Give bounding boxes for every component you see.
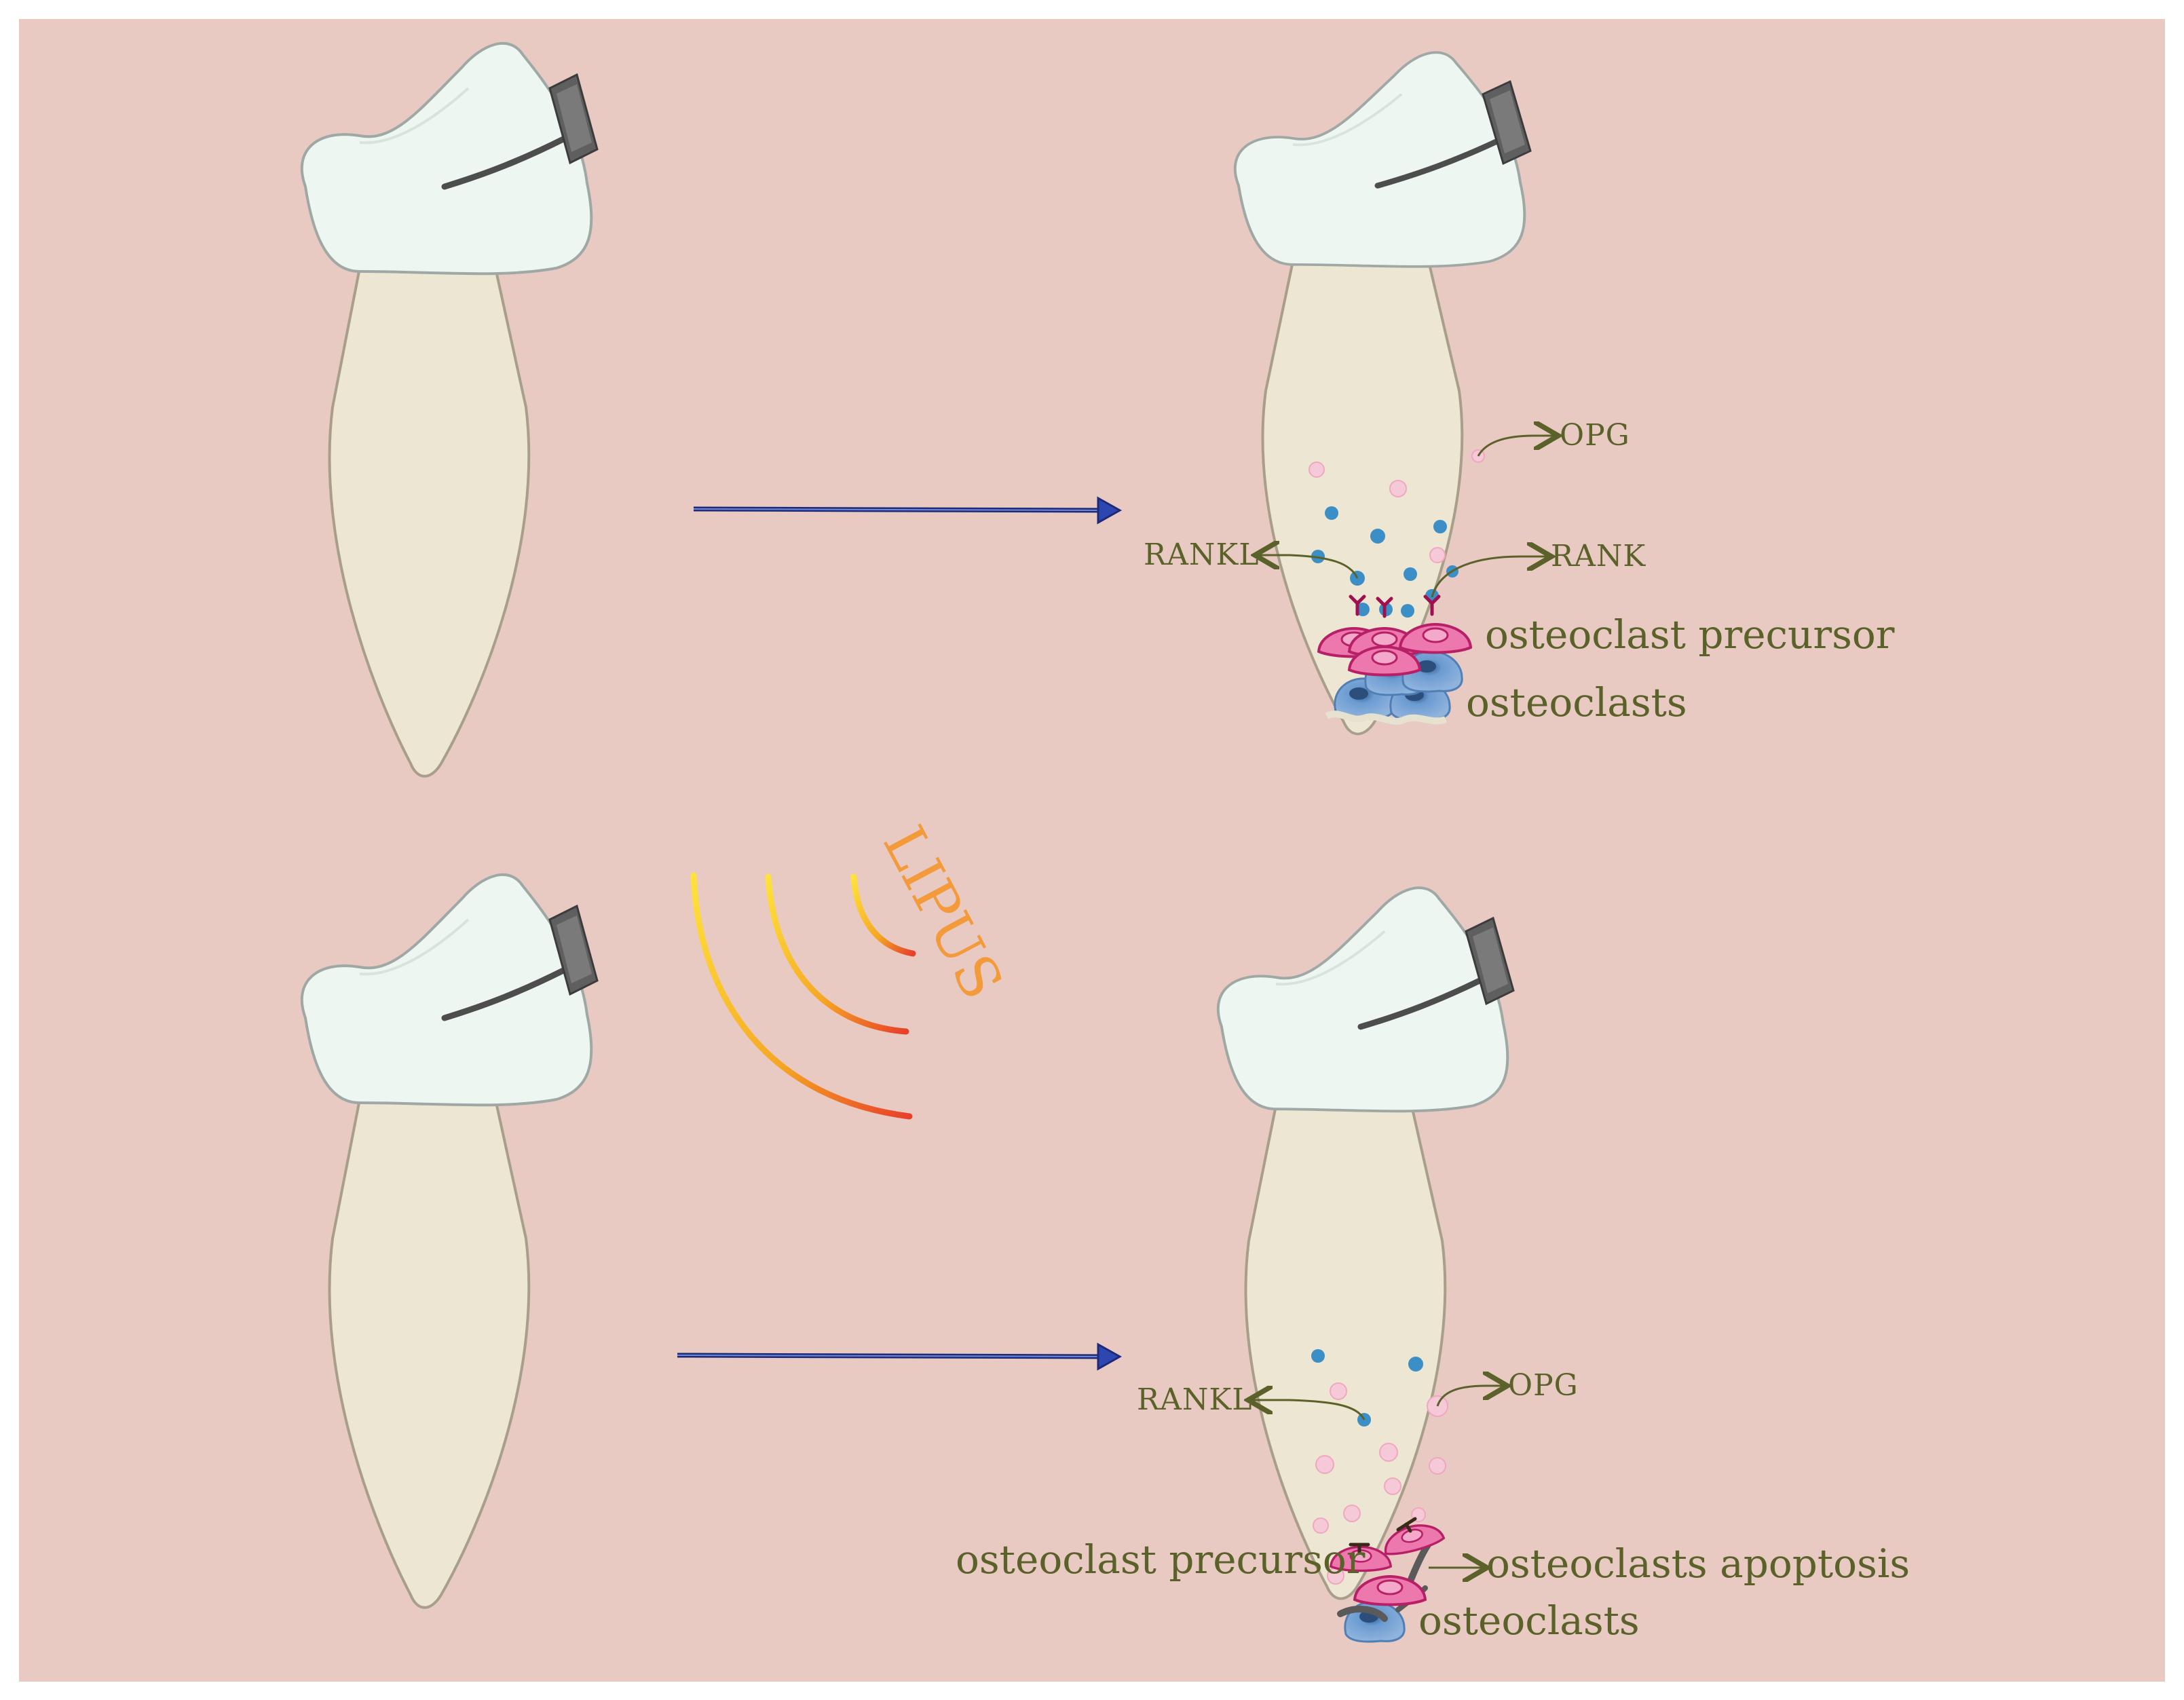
bottom-right-precursors	[1330, 1517, 1446, 1606]
rankl-dot	[1356, 603, 1370, 616]
resorption-edge	[1325, 711, 1447, 725]
top-right-molecules	[1308, 449, 1485, 618]
opg-dot	[1313, 1517, 1329, 1534]
rankl-label: RANKL	[1137, 1382, 1253, 1417]
opg-dot	[1389, 480, 1407, 497]
osteoclasts-label-top: osteoclasts	[1466, 679, 1687, 725]
osteoclasts-apoptosis-label: osteoclasts apoptosis	[1486, 1541, 1910, 1587]
rank-label: RANK	[1551, 539, 1646, 573]
arrow-top	[693, 496, 1123, 525]
rankl-dot	[1408, 1357, 1423, 1372]
opg-label: OPG	[1560, 418, 1630, 453]
rankl-callout-line	[1252, 1400, 1366, 1420]
osteoclast-precursor-label-bottom: osteoclast precursor	[956, 1536, 1366, 1583]
opg-dot	[1308, 461, 1325, 478]
osteoclasts-label-bottom: osteoclasts	[1418, 1598, 1640, 1644]
opg-dot	[1343, 1505, 1361, 1522]
rankl-dot	[1325, 506, 1338, 520]
opg-dot	[1315, 1455, 1334, 1474]
rankl-dot	[1433, 520, 1447, 533]
rankl-dot	[1404, 567, 1417, 581]
opg-dot	[1429, 1457, 1446, 1475]
opg-label: OPG	[1508, 1368, 1579, 1403]
opg-dot	[1429, 547, 1446, 563]
rank-callout-line	[1431, 556, 1547, 598]
rank-receptor	[1396, 1517, 1417, 1533]
opg-callout-line	[1477, 436, 1554, 457]
opg-callout-line	[1436, 1386, 1503, 1407]
rank-receptor	[1349, 1543, 1370, 1555]
opg-dot	[1330, 1382, 1347, 1400]
opg-dot	[1384, 1477, 1401, 1495]
rankl-callout-line	[1259, 555, 1359, 579]
bottom-right-molecules	[1311, 1349, 1448, 1585]
rankl-label: RANKL	[1144, 537, 1260, 572]
diagram-background	[19, 19, 2165, 1682]
arrow-bottom	[677, 1342, 1123, 1371]
ultrasound-wave-icon	[690, 872, 916, 1120]
opg-dot	[1379, 1443, 1398, 1462]
osteoclast-precursor-label-top: osteoclast precursor	[1485, 611, 1895, 658]
rankl-dot	[1311, 1349, 1325, 1363]
rankl-dot	[1370, 529, 1385, 544]
rankl-dot	[1401, 604, 1414, 618]
